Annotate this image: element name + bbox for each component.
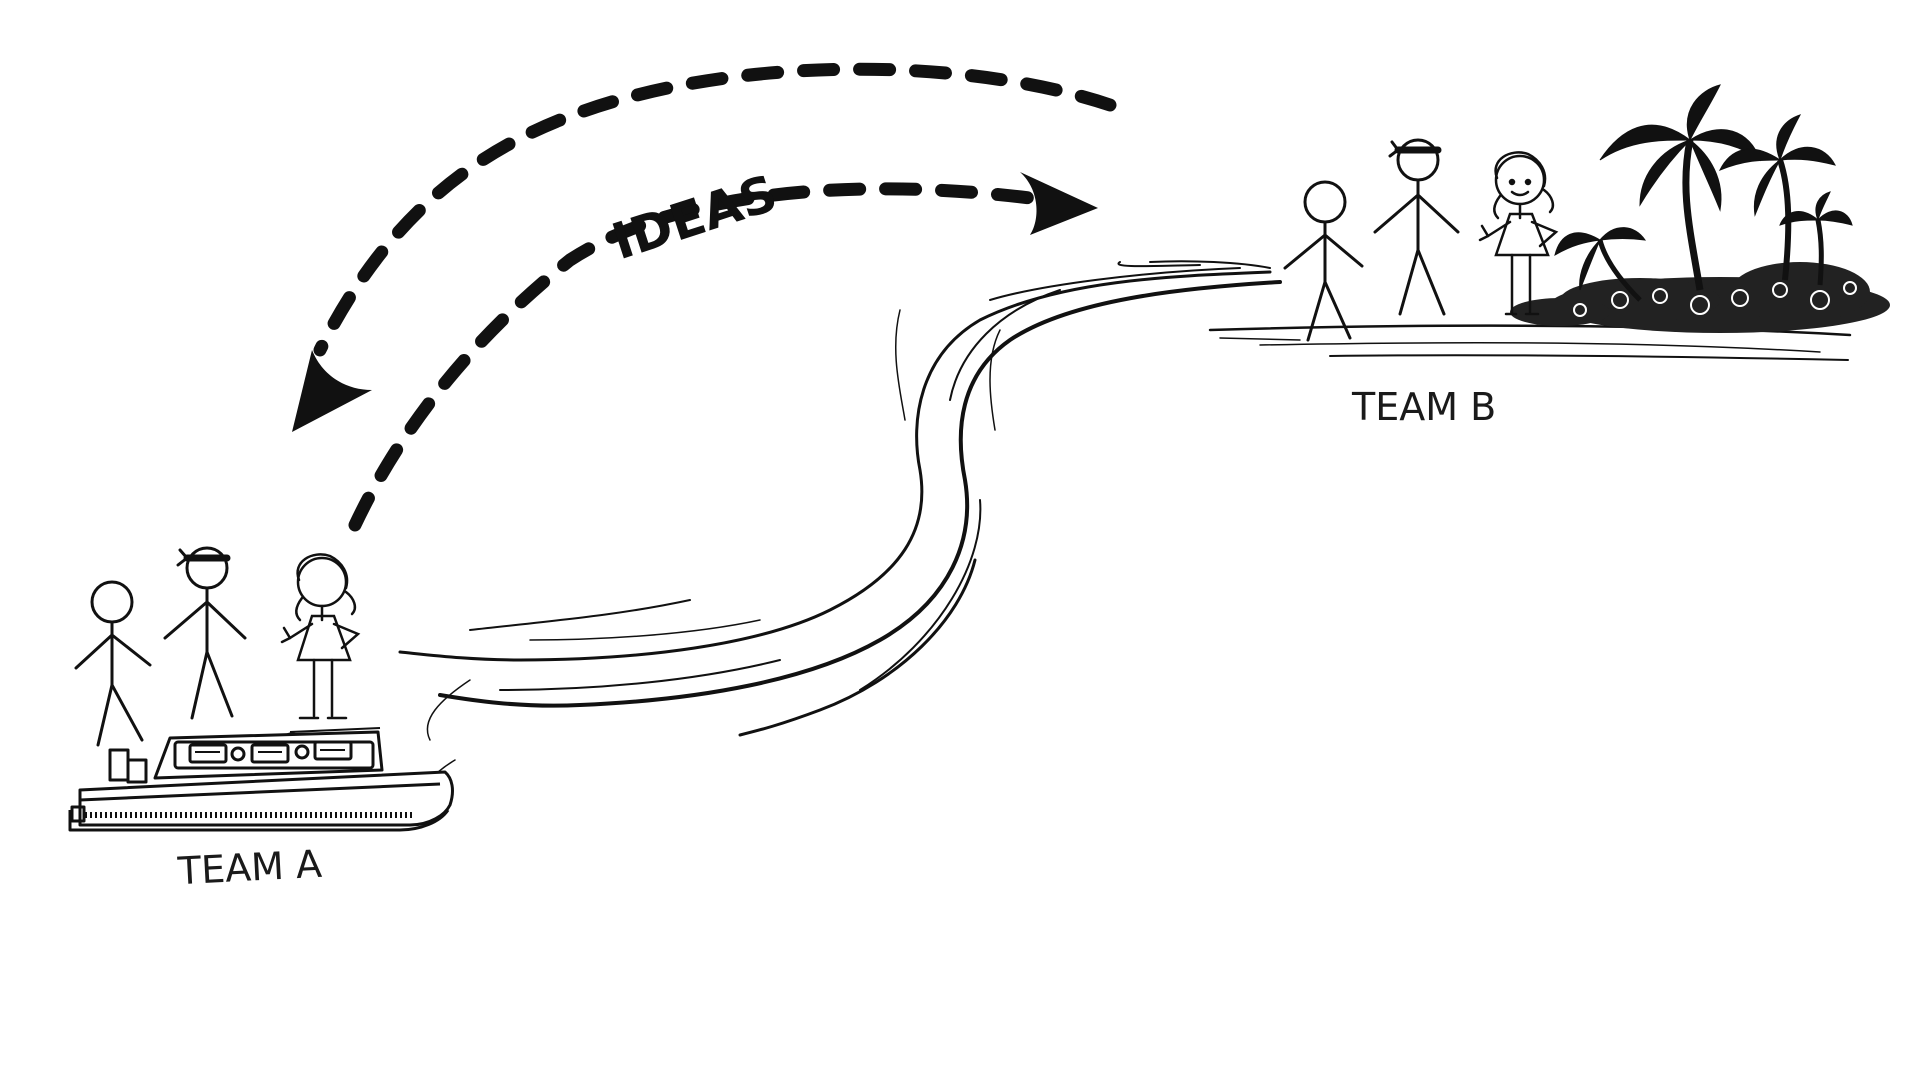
- arrow-icon: [292, 350, 372, 432]
- stick-figure-icon: [163, 546, 247, 720]
- stick-figure-icon: [74, 580, 152, 747]
- team-a-label: TEAM A: [176, 842, 323, 894]
- island-icon: [1208, 262, 1890, 361]
- ideas-arrows: [313, 62, 1117, 532]
- palm-tree-icon: [1554, 227, 1647, 302]
- arrow-to-team-b: [348, 182, 1037, 532]
- palm-tree-icon: [1599, 84, 1761, 291]
- arrow-icon: [1020, 172, 1098, 235]
- stick-figure-icon: [280, 553, 361, 720]
- stick-figure-icon: [1478, 151, 1559, 316]
- river: [398, 260, 1282, 806]
- ideas-label: IDEAS: [605, 164, 784, 271]
- palm-tree-icon: [1779, 191, 1853, 286]
- stick-figure-icon: [1373, 138, 1460, 316]
- arrow-to-team-a: [313, 62, 1117, 357]
- boat-icon: [68, 727, 454, 832]
- team-b-label: TEAM B: [1351, 385, 1496, 429]
- stick-figure-icon: [1283, 180, 1364, 342]
- palm-tree-icon: [1718, 114, 1836, 281]
